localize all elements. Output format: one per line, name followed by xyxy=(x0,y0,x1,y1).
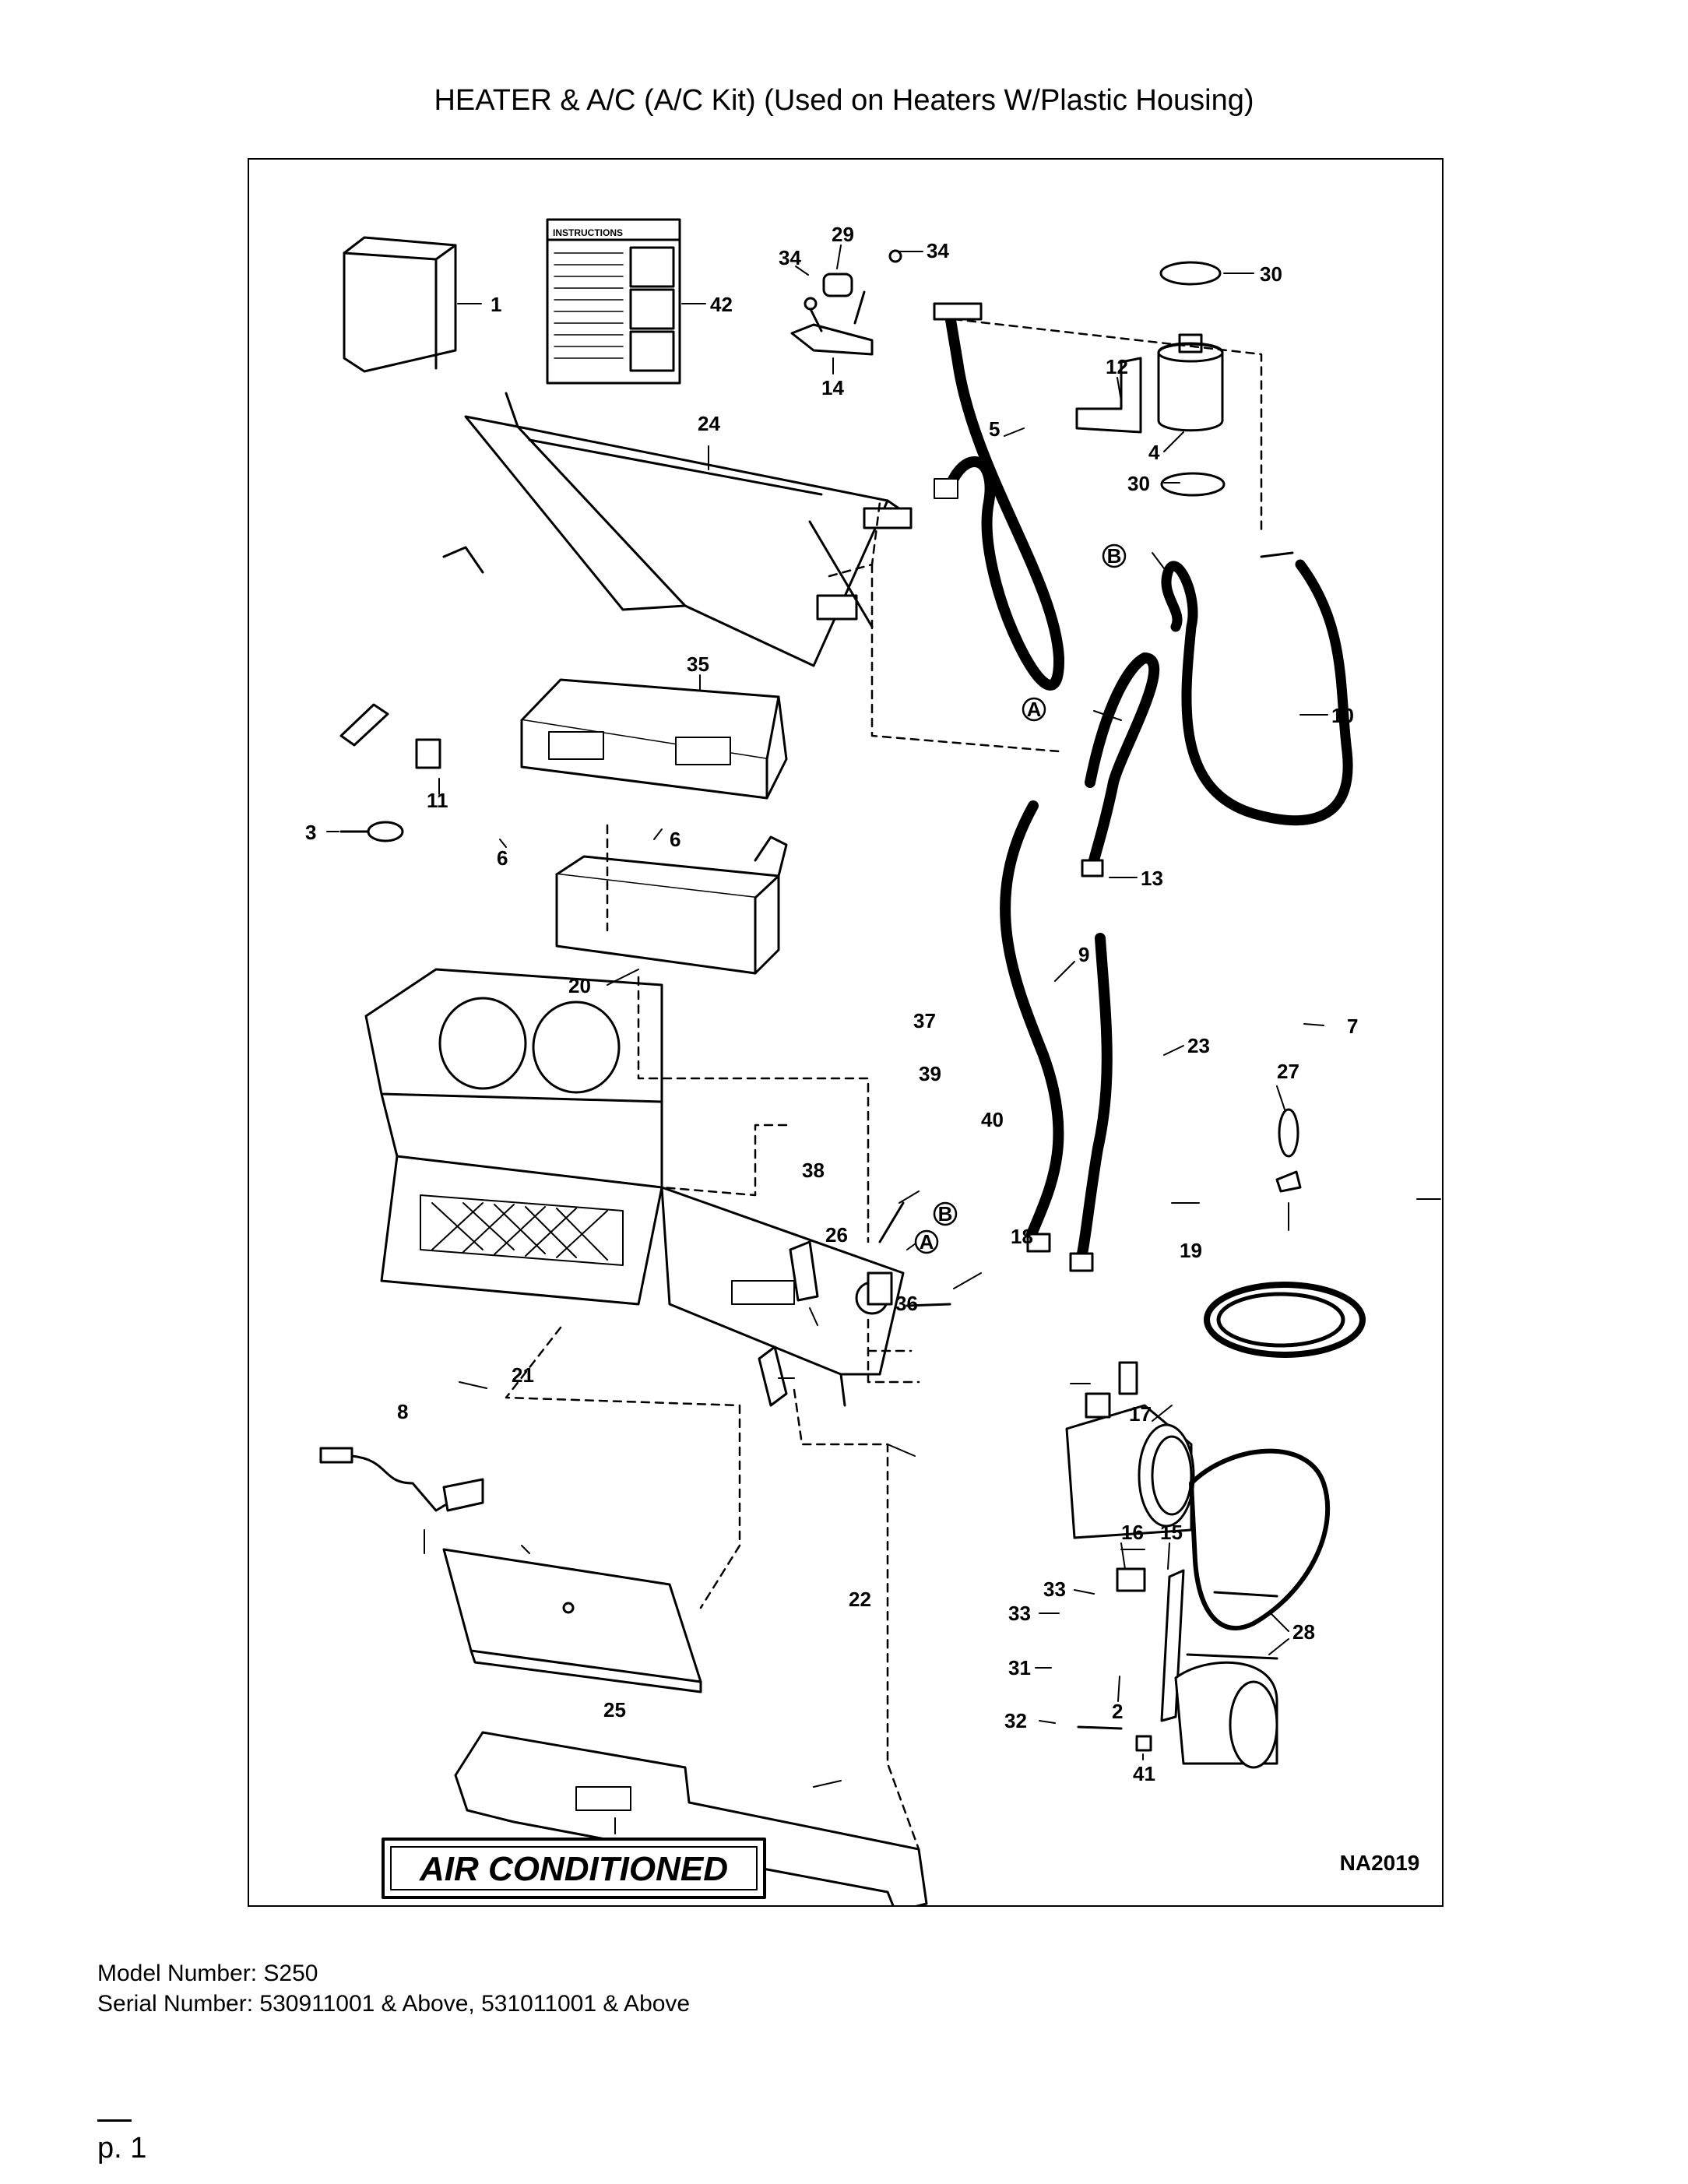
part-filter-21 xyxy=(442,1548,702,1693)
decal-text: AIR CONDITIONED xyxy=(419,1850,728,1888)
callout-22: 22 xyxy=(849,1588,871,1611)
callout-20: 20 xyxy=(568,974,591,997)
connector-circles xyxy=(914,543,1127,1254)
callout-28: 28 xyxy=(1292,1620,1315,1644)
callout-23: 23 xyxy=(1187,1034,1210,1057)
part-cover-35 xyxy=(520,678,788,800)
part-hose-10 xyxy=(1161,551,1353,826)
callout-41: 41 xyxy=(1133,1762,1155,1785)
callout-24: 24 xyxy=(698,412,720,435)
dashed-leaders xyxy=(505,318,1263,1851)
part-valve-39 xyxy=(789,1201,951,1315)
connector-a-top: A xyxy=(1027,698,1042,721)
callout-17: 17 xyxy=(1129,1402,1152,1426)
callout-39: 39 xyxy=(919,1062,941,1085)
callout-29: 29 xyxy=(832,223,854,246)
callout-36: 36 xyxy=(895,1292,918,1315)
serial-number: Serial Number: 530911001 & Above, 531011… xyxy=(97,1991,691,2017)
part-hose-23 xyxy=(1069,933,1113,1272)
page-number-rule xyxy=(97,2119,132,2122)
callout-33-top: 33 xyxy=(1008,1602,1031,1625)
callout-10: 10 xyxy=(1331,704,1354,727)
parts-diagram: B A B A INSTRUCTIONS AIR CONDITIONED NA2… xyxy=(305,218,1441,1905)
part-belt-17 xyxy=(1189,1448,1331,1630)
part-clamp-7 xyxy=(1275,1108,1302,1193)
callout-3: 3 xyxy=(305,821,316,844)
callout-25: 25 xyxy=(603,1698,626,1722)
instructions-label: INSTRUCTIONS xyxy=(553,227,623,238)
callout-18: 18 xyxy=(1011,1225,1033,1248)
connector-b-top: B xyxy=(1107,544,1122,568)
callout-35: 35 xyxy=(687,652,709,676)
connector-b-bottom: B xyxy=(938,1202,953,1226)
callout-4: 4 xyxy=(1148,441,1160,464)
part-evaporator-20 xyxy=(555,835,788,975)
diagram-frame xyxy=(248,158,1444,1907)
callout-8: 8 xyxy=(397,1400,408,1423)
callout-40: 40 xyxy=(981,1108,1004,1131)
callout-27: 27 xyxy=(1277,1060,1299,1083)
callout-31: 31 xyxy=(1008,1656,1031,1679)
callout-26: 26 xyxy=(825,1223,848,1247)
part-hose-9 xyxy=(1000,800,1064,1253)
callout-34-left: 34 xyxy=(779,246,801,269)
callout-6-left: 6 xyxy=(497,846,508,870)
callout-13: 13 xyxy=(1141,867,1163,890)
callout-38: 38 xyxy=(802,1159,825,1182)
part-plate-22 xyxy=(454,1731,928,1905)
callout-6-right: 6 xyxy=(670,828,680,851)
model-number: Model Number: S250 xyxy=(97,1961,318,1986)
part-hose-13 xyxy=(1081,652,1160,877)
part-coil-27 xyxy=(1204,1282,1366,1358)
callout-30-top: 30 xyxy=(1260,262,1282,286)
part-switch-11 xyxy=(339,703,441,769)
callout-21: 21 xyxy=(512,1363,534,1387)
part-mount-15 xyxy=(1077,1567,1278,1769)
part-condenser-24 xyxy=(442,392,913,667)
callout-5: 5 xyxy=(989,417,1000,441)
part-26 xyxy=(758,1345,788,1407)
part-compressor-19 xyxy=(1065,1361,1195,1539)
callout-1: 1 xyxy=(491,293,501,316)
callout-9: 9 xyxy=(1078,943,1089,966)
callout-42: 42 xyxy=(710,293,733,316)
callout-16: 16 xyxy=(1121,1521,1144,1544)
part-cable-tie-3 xyxy=(339,821,404,842)
part-receiver-drier-4 xyxy=(1075,261,1226,497)
callout-12: 12 xyxy=(1106,355,1128,378)
part-duct-36 xyxy=(660,1186,905,1407)
drawing-code: NA2019 xyxy=(1340,1851,1420,1875)
callout-14: 14 xyxy=(821,376,844,399)
page-title: HEATER & A/C (A/C Kit) (Used on Heaters … xyxy=(434,84,1254,117)
callout-32: 32 xyxy=(1004,1709,1027,1732)
part-heater-housing xyxy=(364,968,663,1306)
part-sensor-8 xyxy=(319,1447,484,1512)
callout-30-bottom: 30 xyxy=(1127,472,1150,495)
callout-numbers: 1 42 30 34 34 29 14 12 5 4 30 10 24 35 1… xyxy=(305,223,1358,1785)
callout-34-right: 34 xyxy=(927,239,949,262)
part-box-1 xyxy=(343,236,457,373)
page-number: p. 1 xyxy=(97,2132,147,2165)
callout-33-bottom: 33 xyxy=(1043,1577,1066,1601)
connector-a-bottom: A xyxy=(920,1230,934,1254)
part-hose-5 xyxy=(933,302,1065,691)
part-bracket-14 xyxy=(790,249,902,356)
callout-15: 15 xyxy=(1160,1521,1183,1544)
part-instructions-42 xyxy=(546,218,681,385)
callout-7: 7 xyxy=(1347,1015,1358,1038)
callout-19: 19 xyxy=(1180,1239,1202,1262)
part-decal-25 xyxy=(382,1838,766,1899)
callout-37: 37 xyxy=(913,1009,936,1032)
callout-11: 11 xyxy=(427,789,448,812)
callout-2: 2 xyxy=(1112,1700,1123,1723)
